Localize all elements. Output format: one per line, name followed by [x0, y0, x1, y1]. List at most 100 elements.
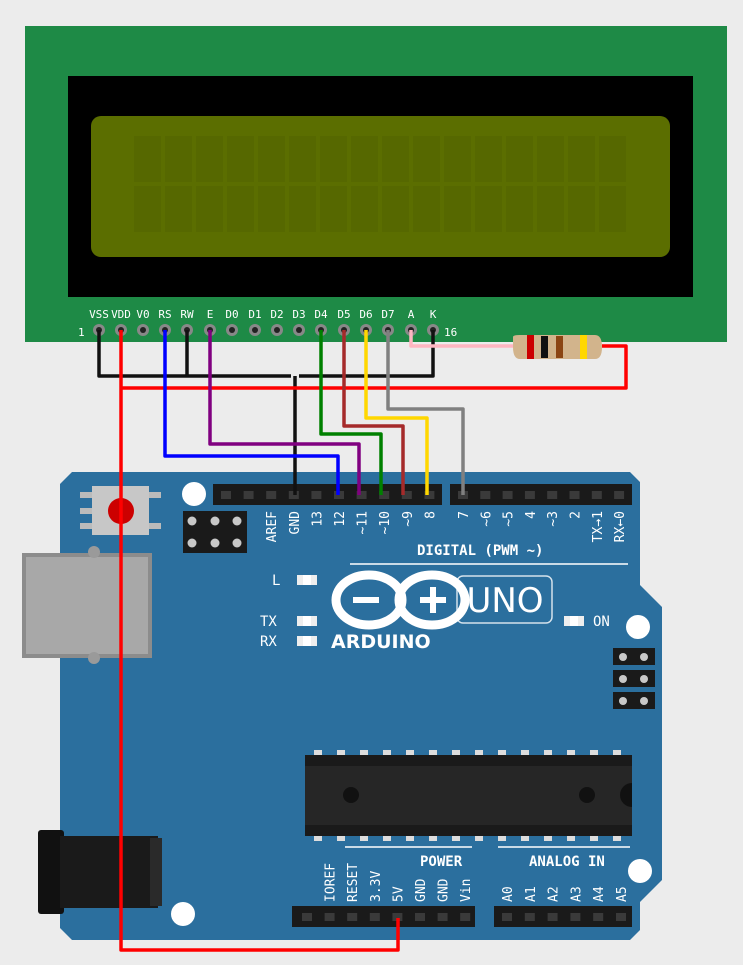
lcd-cell [351, 186, 378, 232]
chip-pin [429, 750, 437, 758]
lcd-cell [196, 186, 223, 232]
chip-pin [452, 750, 460, 758]
svg-text:D2: D2 [270, 308, 283, 321]
lcd-cell [134, 136, 161, 182]
analog-pin-label: A0 [501, 886, 516, 902]
svg-text:RS: RS [158, 308, 171, 321]
digital-pin-label: ~10 [378, 511, 393, 534]
chip-pin [613, 750, 621, 758]
chip-pin [521, 833, 529, 841]
backlight-resistor [513, 335, 602, 359]
chip-pin [590, 750, 598, 758]
header-socket [356, 491, 367, 499]
svg-text:E: E [207, 308, 214, 321]
digital-pin-label: 12 [333, 511, 348, 527]
header-socket [302, 913, 312, 921]
digital-pin-label: TX→1 [591, 511, 606, 542]
header-socket [547, 913, 558, 921]
header-socket [437, 913, 448, 921]
svg-text:L: L [272, 573, 280, 589]
svg-text:V0: V0 [136, 308, 149, 321]
lcd-cell [258, 186, 285, 232]
lcd-cell [258, 136, 285, 182]
lcd-cell [413, 136, 440, 182]
lcd-cell [289, 186, 316, 232]
svg-text:RX: RX [260, 634, 277, 650]
led-on: ON [564, 614, 610, 630]
digital-pin-label: 13 [310, 511, 325, 527]
lcd-cell [537, 136, 564, 182]
wire-green-d4 [319, 330, 383, 495]
svg-text:D7: D7 [381, 308, 394, 321]
svg-text:D1: D1 [248, 308, 261, 321]
chip-pin [567, 750, 575, 758]
svg-text:VSS: VSS [89, 308, 109, 321]
lcd-cell [134, 186, 161, 232]
analog-header [494, 906, 632, 927]
mounting-hole [626, 615, 650, 639]
svg-text:VDD: VDD [111, 308, 131, 321]
svg-text:TX: TX [260, 614, 277, 630]
header-socket [524, 913, 535, 921]
header-socket [311, 491, 322, 499]
lcd-cell [444, 136, 471, 182]
header-socket [502, 913, 512, 921]
lcd-pin-d0: D0 [225, 308, 239, 336]
lcd-cell [568, 186, 595, 232]
power-sockets [302, 913, 626, 921]
svg-text:D0: D0 [225, 308, 238, 321]
power-pin-label: RESET [346, 863, 361, 902]
svg-text:D4: D4 [314, 308, 328, 321]
header-socket [502, 491, 513, 499]
header-socket [266, 491, 277, 499]
digital-pin-label: ~3 [546, 511, 561, 527]
lcd-cell [165, 136, 192, 182]
lcd-cell [537, 186, 564, 232]
atmega-chip [305, 750, 632, 841]
digital-pin-label: RX←0 [613, 511, 628, 542]
lcd-cell [475, 186, 502, 232]
chip-pin [406, 750, 414, 758]
header-socket [614, 491, 625, 499]
wire-black-vss [97, 330, 291, 378]
header-socket [547, 491, 558, 499]
lcd-pin-d3: D3 [292, 308, 306, 336]
chip-pin [314, 750, 322, 758]
lcd-pin-v0: V0 [136, 308, 150, 336]
wire-red-resistor [121, 344, 628, 390]
chip-pin [406, 833, 414, 841]
model-label: UNO [466, 581, 543, 621]
lcd-character-grid [134, 136, 626, 232]
chip-pin [544, 833, 552, 841]
digital-pin-label: AREF [265, 511, 280, 542]
power-pin-label: IOREF [324, 863, 339, 902]
chip-pin [337, 750, 345, 758]
svg-text:D5: D5 [337, 308, 350, 321]
header-socket [392, 913, 403, 921]
uno-badge [456, 575, 553, 624]
chip-pin [360, 833, 368, 841]
header-socket [347, 913, 358, 921]
lcd-cell [599, 136, 626, 182]
lcd-pin-d1: D1 [248, 308, 262, 336]
lcd-cell [351, 136, 378, 182]
svg-text:ON: ON [593, 614, 610, 630]
lcd-cell [568, 136, 595, 182]
analog-pin-label: A5 [615, 886, 630, 902]
digital-pin-label: ~11 [356, 511, 371, 534]
analog-pin-label: A1 [524, 886, 539, 902]
wire-yellow-d6 [364, 330, 429, 495]
header-socket [591, 491, 602, 499]
lcd-cell [320, 186, 347, 232]
chip-pin [613, 833, 621, 841]
lcd-cell [289, 136, 316, 182]
power-header [292, 906, 475, 927]
chip-pin [452, 833, 460, 841]
lcd-pin-d2: D2 [270, 308, 284, 336]
digital-pin-label: 8 [423, 511, 438, 519]
header-socket [593, 913, 604, 921]
header-socket [379, 491, 390, 499]
